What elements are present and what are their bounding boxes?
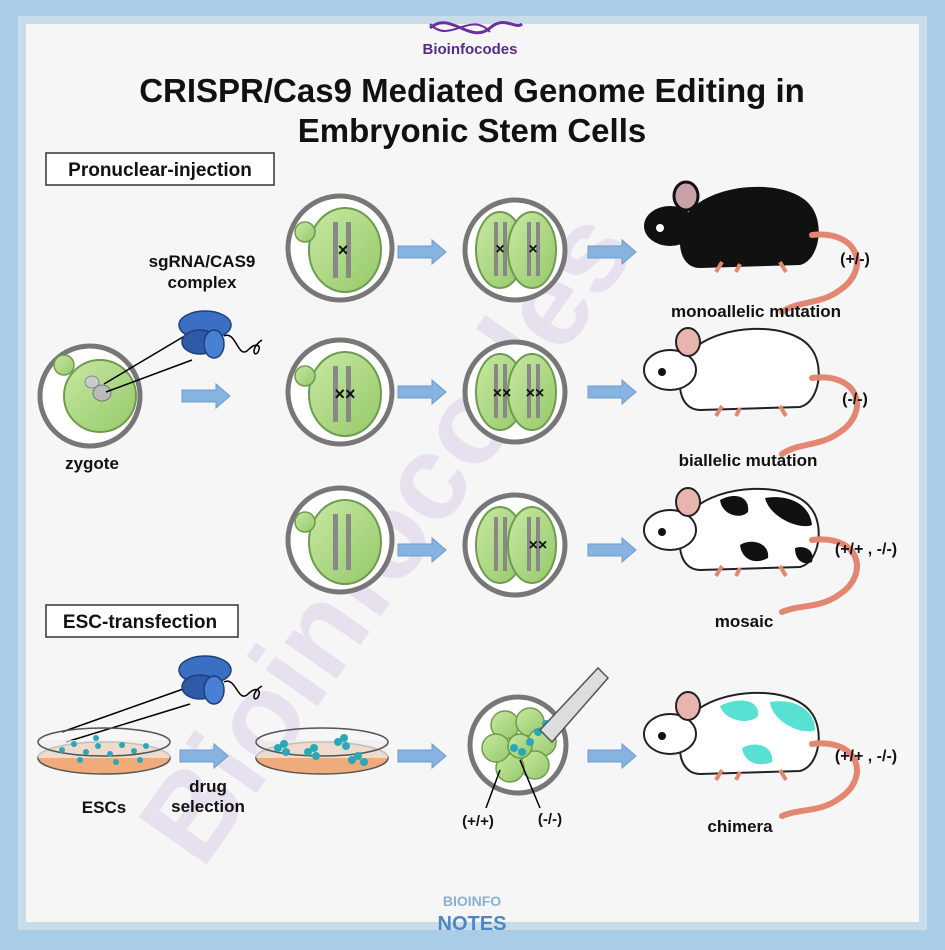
title-line-1: CRISPR/Cas9 Mediated Genome Editing in [139,72,805,109]
genotype-plus-label: (+/+) [462,813,494,830]
svg-text:××: ×× [529,537,548,554]
genotype-minus-label: (-/-) [538,811,562,828]
bioinfocodes-logo: Bioinfocodes [422,21,523,58]
outcome-chimera: chimera [707,817,773,836]
svg-text:×: × [338,240,349,260]
svg-text:××: ×× [334,384,355,404]
genotype-mono: (+/-) [840,251,870,268]
zygote-label: zygote [65,454,119,473]
pointer-line [519,759,541,809]
outcome-mosaic: mosaic [715,612,774,631]
injection-line [105,359,193,393]
blastocyst-injection [467,666,610,796]
cell-row1-stage1: × [285,193,395,303]
svg-text:×: × [495,241,504,258]
cell-row2-stage2: ×× ×× [462,339,568,445]
escs-label: ESCs [82,798,126,817]
cell-row1-stage2: × × [462,197,568,303]
title-line-2: Embryonic Stem Cells [298,112,646,149]
footer-brand-line1: BIOINFO [443,893,501,909]
genotype-chimera: (+/+ , -/-) [835,748,897,765]
mouse-white [643,327,860,457]
svg-text:××: ×× [526,385,545,402]
cell-row2-stage1: ×× [285,337,395,447]
outcome-mono: monoallelic mutation [671,302,841,321]
section-label-pronuclear: Pronuclear-injection [68,160,252,181]
footer-brand-line2: NOTES [438,913,507,935]
sgrna-label-sub: complex [168,273,238,292]
mouse-chimera [643,691,860,819]
drug-selection-label-sub: selection [171,797,245,816]
transfection-line [61,687,187,733]
cell-row3-stage2: ×× [462,492,568,598]
genotype-bi: (-/-) [842,391,868,408]
drug-selection-label: drug [189,777,227,796]
petri-dish-escs [37,727,171,775]
sgrna-label: sgRNA/CAS9 [149,252,256,271]
zygote-cell [37,343,143,449]
petri-dish-colonies [255,727,389,775]
cas9-complex-icon [178,310,263,359]
section-box-pronuclear [45,152,275,186]
cas9-complex-icon [178,655,263,705]
pointer-line [485,769,501,809]
logo-text: Bioinfocodes [422,41,517,58]
injection-line [103,333,189,385]
cell-row3-stage1 [285,485,395,595]
section-box-esc [45,604,239,638]
mouse-black [644,180,860,315]
mouse-mosaic [643,487,860,615]
svg-text:××: ×× [493,385,512,402]
genotype-mosaic: (+/+ , -/-) [835,541,897,558]
transfection-line [65,703,191,743]
outcome-bi: biallelic mutation [679,451,818,470]
svg-text:×: × [528,241,537,258]
section-label-esc: ESC-transfection [63,612,217,633]
